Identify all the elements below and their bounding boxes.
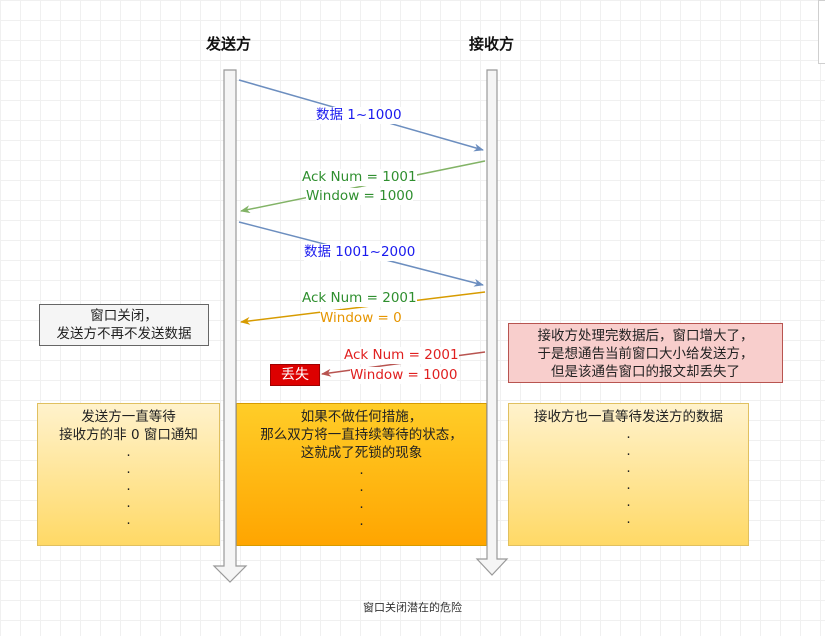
receiver-waiting-box: 接收方也一直等待发送方的数据 . . . . . . xyxy=(508,403,749,546)
dots: . xyxy=(126,495,131,511)
figure-caption: 窗口关闭潜在的危险 xyxy=(363,601,462,614)
window-closed-line-1: 窗口关闭， xyxy=(90,308,158,324)
sender-waiting-line-1: 发送方一直等待 xyxy=(81,409,176,425)
receiver-waiting-line-1: 接收方也一直等待发送方的数据 xyxy=(534,409,723,425)
corner-frame xyxy=(818,0,825,64)
deadlock-line-3: 这就成了死锁的现象 xyxy=(300,445,423,461)
dots: . xyxy=(626,443,631,459)
dots: . xyxy=(359,479,364,495)
message-label: Window = 1000 xyxy=(306,188,414,205)
message-label: Ack Num = 1001 xyxy=(302,169,417,186)
ack-arrow-1 xyxy=(240,160,486,214)
dots: . xyxy=(626,511,631,527)
dots: . xyxy=(126,461,131,477)
receiver-header: 接收方 xyxy=(469,35,515,53)
sender-waiting-line-2: 接收方的非 0 窗口通知 xyxy=(59,427,198,443)
window-closed-note: 窗口关闭， 发送方不再不发送数据 xyxy=(39,304,209,346)
dots: . xyxy=(359,496,364,512)
sender-timeline xyxy=(212,69,248,583)
zero-window-arrow xyxy=(240,291,486,325)
deadlock-box: 如果不做任何措施， 那么双方将一直持续等待的状态， 这就成了死锁的现象 . . … xyxy=(236,403,487,546)
dots: . xyxy=(626,426,631,442)
receiver-update-line-3: 但是该通告窗口的报文却丢失了 xyxy=(551,364,740,380)
receiver-update-note: 接收方处理完数据后，窗口增大了， 于是想通告当前窗口大小给发送方， 但是该通告窗… xyxy=(508,323,783,383)
deadlock-line-2: 那么双方将一直持续等待的状态， xyxy=(260,427,463,443)
message-label: Ack Num = 2001 xyxy=(302,290,417,307)
dots: . xyxy=(626,477,631,493)
receiver-update-line-1: 接收方处理完数据后，窗口增大了， xyxy=(537,328,754,344)
sender-header: 发送方 xyxy=(206,35,252,53)
message-label: Ack Num = 2001 xyxy=(344,347,459,364)
dots: . xyxy=(359,513,364,529)
dots: . xyxy=(126,444,131,460)
window-closed-line-2: 发送方不再不发送数据 xyxy=(56,326,192,342)
message-label: Window = 1000 xyxy=(350,367,458,384)
dots: . xyxy=(626,460,631,476)
deadlock-line-1: 如果不做任何措施， xyxy=(300,409,423,425)
receiver-timeline xyxy=(475,69,509,576)
receiver-update-line-2: 于是想通告当前窗口大小给发送方， xyxy=(537,346,754,362)
lost-badge: 丢失 xyxy=(270,364,320,386)
dots: . xyxy=(126,512,131,528)
dots: . xyxy=(626,494,631,510)
dots: . xyxy=(359,462,364,478)
message-label: Window = 0 xyxy=(320,310,402,327)
sender-waiting-box: 发送方一直等待 接收方的非 0 窗口通知 . . . . . xyxy=(37,403,220,546)
message-label: 数据 1001~2000 xyxy=(304,244,416,261)
dots: . xyxy=(126,478,131,494)
message-label: 数据 1~1000 xyxy=(316,107,402,124)
